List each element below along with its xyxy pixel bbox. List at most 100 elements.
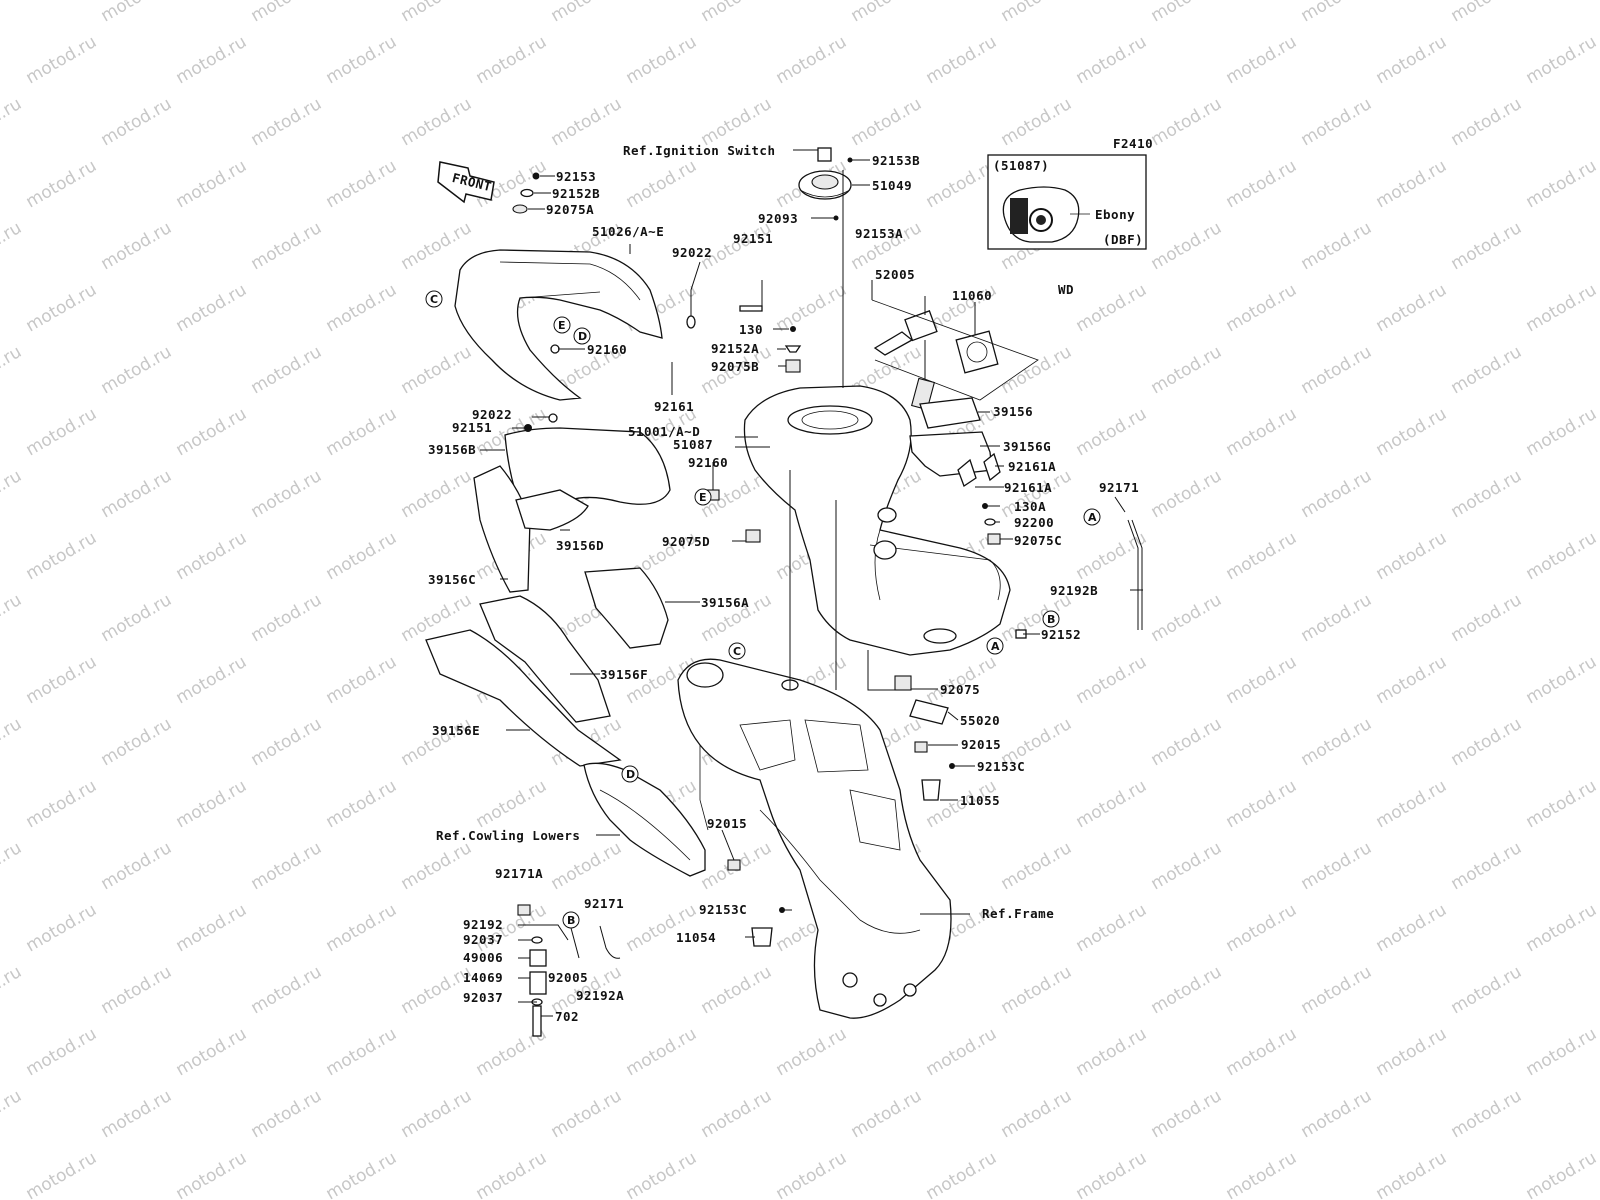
callout-label: 92093 <box>758 211 798 226</box>
callout-label: 39156D <box>556 538 604 553</box>
callout-label: 14069 <box>463 970 503 985</box>
callout-label: 51049 <box>872 178 912 193</box>
callout-label: 92192A <box>576 988 624 1003</box>
callout-label: 92153C <box>699 902 747 917</box>
ref-marker: D <box>573 327 591 345</box>
callout-label: 92015 <box>961 737 1001 752</box>
ref-marker: D <box>621 765 639 783</box>
ref-marker: A <box>1083 508 1101 526</box>
bracket-11055 <box>921 779 941 801</box>
svg-text:D: D <box>578 330 587 343</box>
callout-label: 92037 <box>463 932 503 947</box>
callout-label: 92160 <box>587 342 627 357</box>
reference-markers: C E D E A B A C D B <box>425 290 1101 929</box>
pad-39156F <box>479 595 611 723</box>
pad-39156D <box>515 489 589 531</box>
filler-opening <box>787 405 873 435</box>
callout-label: 55020 <box>960 713 1000 728</box>
callout-label: Ref.Ignition Switch <box>623 143 776 158</box>
callout-label: 92171A <box>495 866 543 881</box>
callout-label: 92192 <box>463 917 503 932</box>
ref-marker: E <box>553 316 571 334</box>
callout-label: 92015 <box>707 816 747 831</box>
callout-label: 52005 <box>875 267 915 282</box>
callout-label: 92075 <box>940 682 980 697</box>
part-49006 <box>529 949 547 967</box>
callout-label: 92200 <box>1014 515 1054 530</box>
svg-text:E: E <box>699 491 707 504</box>
callout-label: Ref.Cowling Lowers <box>436 828 580 843</box>
svg-text:A: A <box>1088 511 1097 524</box>
svg-text:A: A <box>991 640 1000 653</box>
pad-39156A <box>584 567 669 649</box>
fuel-pump-52005 <box>871 299 1039 411</box>
inset-box: F2410 (51087) Ebony (DBF) WD <box>987 136 1153 297</box>
ref-marker: B <box>562 911 580 929</box>
svg-text:C: C <box>733 645 741 658</box>
callout-label: 92161A <box>1008 459 1056 474</box>
cowling-lower-ref <box>583 762 706 877</box>
pad-55020 <box>909 699 949 725</box>
callout-label: 92075A <box>546 202 594 217</box>
callout-label: 92075D <box>662 534 710 549</box>
pad-92161A-2 <box>983 452 1001 482</box>
callout-label: 11060 <box>952 288 992 303</box>
figure-code: F2410 <box>1113 136 1153 151</box>
callout-label: 702 <box>555 1009 579 1024</box>
callout-label: 92075B <box>711 359 759 374</box>
part-14069 <box>529 971 547 995</box>
svg-text:E: E <box>558 319 566 332</box>
callout-label: 92151 <box>733 231 773 246</box>
ignition-switch-ref-part <box>817 147 832 162</box>
callout-label: 92151 <box>452 420 492 435</box>
pad-39156E <box>425 629 622 767</box>
pad-39156G <box>909 431 993 477</box>
pad-39156C <box>473 465 531 593</box>
callout-label: 11054 <box>676 930 716 945</box>
callout-label: 51026/A~E <box>592 224 664 239</box>
pad-39156 <box>919 397 981 429</box>
callout-label: 92037 <box>463 990 503 1005</box>
pad-sheets-39156 <box>425 397 1001 767</box>
callout-label: 39156A <box>701 595 749 610</box>
bracket-11054 <box>751 927 773 947</box>
ref-marker: B <box>1042 610 1060 628</box>
frame-head-tube <box>686 662 724 688</box>
cover-emblem-left <box>1010 198 1028 234</box>
callout-label: 92152B <box>552 186 600 201</box>
callout-label: 51087 <box>673 437 713 452</box>
cover-cap-center <box>1036 215 1046 225</box>
callout-label: 11055 <box>960 793 1000 808</box>
callout-label: 92161A <box>1004 480 1052 495</box>
ref-marker: E <box>694 488 712 506</box>
callout-label: 92161 <box>654 399 694 414</box>
front-arrow: FRONT <box>437 161 495 204</box>
callout-label: 92171 <box>584 896 624 911</box>
callout-label: 39156 <box>993 404 1033 419</box>
svg-text:C: C <box>430 293 438 306</box>
callout-label: 39156E <box>432 723 480 738</box>
ref-marker: C <box>728 642 746 660</box>
ref-marker: A <box>986 637 1004 655</box>
callout-label: 51001/A~D <box>628 424 700 439</box>
gasket-11060 <box>955 330 999 374</box>
svg-text:B: B <box>567 914 575 927</box>
svg-text:D: D <box>626 768 635 781</box>
callout-label: 39156F <box>600 667 648 682</box>
callout-label: 92153A <box>855 226 903 241</box>
fuel-tank-51001 <box>743 385 1011 656</box>
callout-label: 92153 <box>556 169 596 184</box>
frame-ref <box>677 658 952 1019</box>
callout-label: 39156B <box>428 442 476 457</box>
tank-rear-port <box>923 628 957 644</box>
breather-hose-assembly <box>517 904 621 1037</box>
callout-label: 92171 <box>1099 480 1139 495</box>
pad-92161A-1 <box>957 458 977 487</box>
inset-market: WD <box>1058 282 1074 297</box>
callout-label: 92153C <box>977 759 1025 774</box>
part-702 <box>532 1005 542 1037</box>
callout-label: 39156C <box>428 572 476 587</box>
inset-variant: (DBF) <box>1103 232 1143 247</box>
svg-text:B: B <box>1047 613 1055 626</box>
